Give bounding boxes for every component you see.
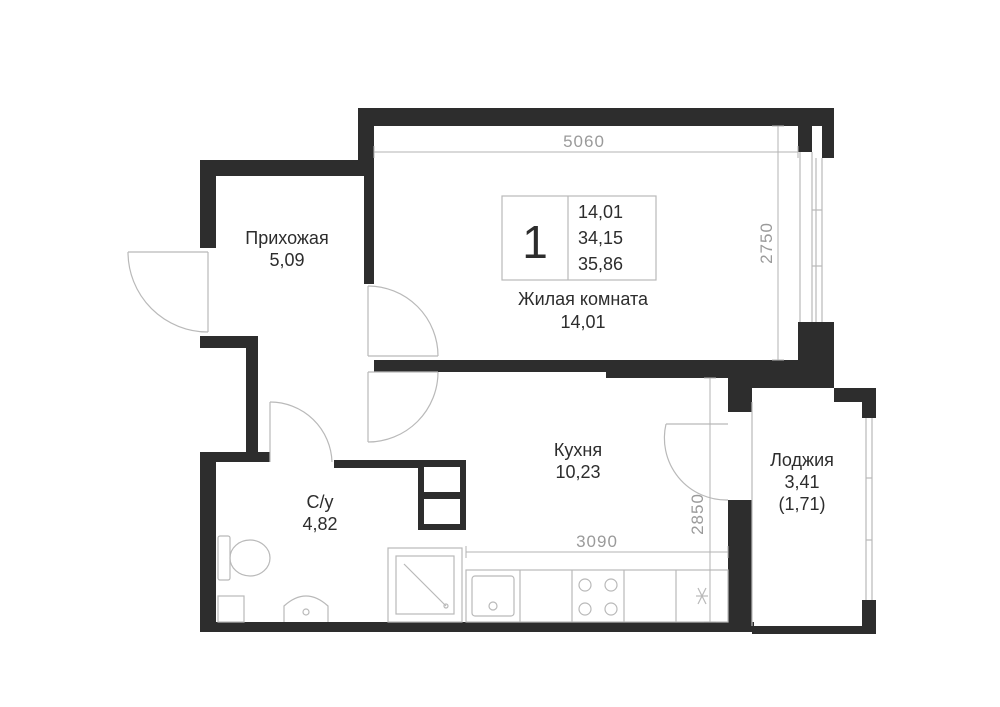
dim-living-depth: 2750 — [757, 222, 776, 264]
kitchen-fixtures — [465, 569, 729, 623]
summary-value-total: 34,15 — [578, 228, 623, 248]
summary-box: 1 14,01 34,15 35,86 — [501, 195, 657, 281]
dim-kitchen-depth: 2850 — [688, 493, 707, 535]
bathroom-name: С/у — [307, 492, 334, 512]
hallway-area: 5,09 — [269, 250, 304, 270]
bathroom-area: 4,82 — [302, 514, 337, 534]
kitchen-name: Кухня — [554, 440, 602, 460]
bathroom-fixtures — [217, 535, 463, 623]
dim-living-width: 5060 — [563, 132, 605, 151]
loggia-area-reduced: (1,71) — [778, 494, 825, 514]
hallway-name: Прихожая — [245, 228, 328, 248]
kitchen-area: 10,23 — [555, 462, 600, 482]
walls — [200, 108, 876, 634]
doors — [127, 251, 729, 501]
loggia-window — [751, 402, 873, 626]
loggia-area: 3,41 — [784, 472, 819, 492]
living-room-area: 14,01 — [560, 312, 605, 332]
living-window — [799, 152, 823, 322]
loggia-name: Лоджия — [770, 450, 834, 470]
dim-kitchen-width: 3090 — [576, 532, 618, 551]
room-count: 1 — [522, 216, 548, 268]
living-room-name: Жилая комната — [518, 289, 649, 309]
summary-value-total-loggia: 35,86 — [578, 254, 623, 274]
dimension-lines — [373, 125, 799, 623]
summary-value-living: 14,01 — [578, 202, 623, 222]
ventilation-shaft — [424, 467, 460, 524]
